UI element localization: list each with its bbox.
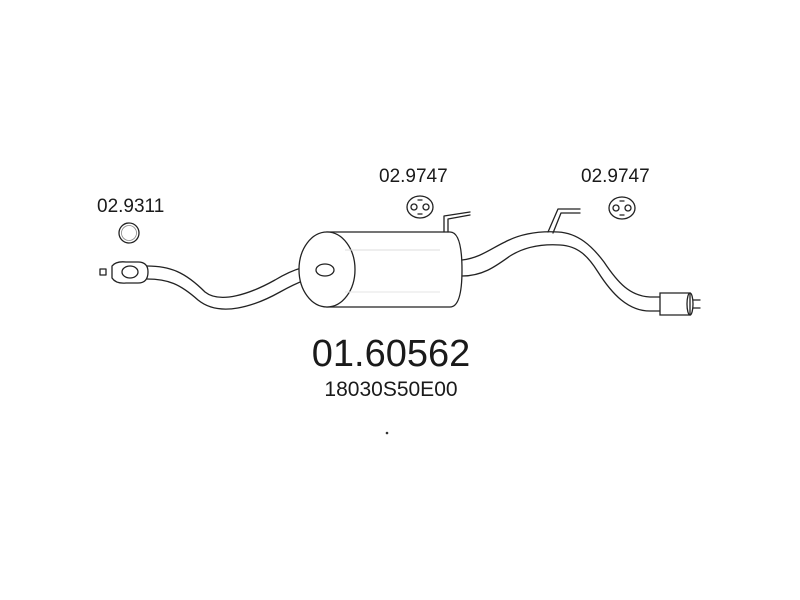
flange-marker (99, 268, 107, 276)
oem-number: 18030S50E00 (324, 378, 457, 401)
rubber-hanger-icon-1 (406, 195, 434, 219)
part-label-hanger-1: 02.9747 (379, 166, 448, 187)
inlet-flange-icon (111, 261, 149, 284)
muffler-body (298, 231, 463, 308)
exhaust-assembly (99, 208, 701, 316)
hanger-bracket-2 (547, 208, 581, 233)
part-label-hanger-2: 02.9747 (581, 166, 650, 187)
tail-pipe (659, 292, 701, 316)
stray-dot (385, 431, 389, 435)
part-label-gasket: 02.9311 (97, 196, 164, 217)
main-part-number: 01.60562 (312, 333, 471, 375)
gasket-ring-icon (118, 222, 140, 244)
hanger-bracket-1 (443, 211, 471, 233)
rubber-hanger-icon-2 (608, 196, 636, 220)
